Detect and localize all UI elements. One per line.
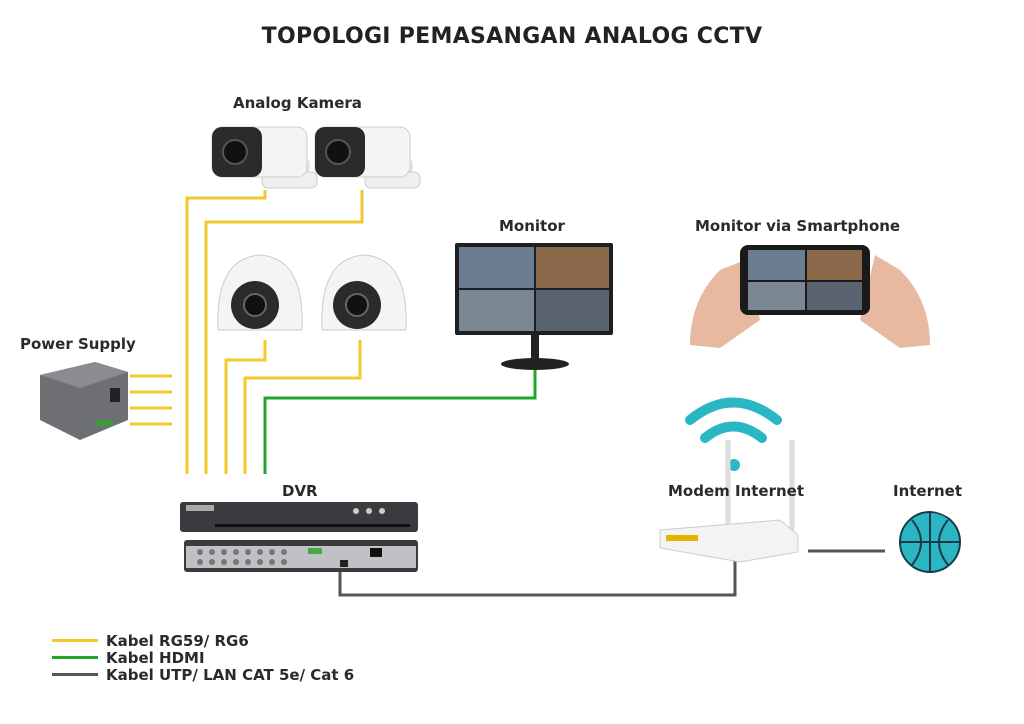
coax-cables <box>130 190 364 474</box>
internet-label: Internet <box>893 482 963 500</box>
hdmi-cable <box>263 370 537 474</box>
legend-swatch-gray <box>52 673 98 676</box>
analog-camera-label: Analog Kamera <box>233 94 362 112</box>
coax-cable-bullet-2 <box>204 190 364 474</box>
lan-cable-dvr-modem <box>338 560 737 597</box>
dvr-device <box>180 502 418 572</box>
legend-label: Kabel HDMI <box>106 648 205 667</box>
dvr-label: DVR <box>282 482 318 500</box>
smartphone-device <box>690 245 930 348</box>
dome-camera-1 <box>217 254 303 331</box>
diagram-title: TOPOLOGI PEMASANGAN ANALOG CCTV <box>261 24 763 49</box>
coax-cable-bullet-1 <box>185 190 267 474</box>
monitor-smartphone-label: Monitor via Smartphone <box>695 217 901 235</box>
legend-swatch-green <box>52 656 98 659</box>
legend-swatch-yellow <box>52 639 98 642</box>
internet-globe-icon <box>896 506 964 579</box>
legend-label: Kabel UTP/ LAN CAT 5e/ Cat 6 <box>106 665 355 684</box>
modem-label: Modem Internet <box>668 482 805 500</box>
power-supply-device <box>40 362 128 440</box>
legend-item-coax: Kabel RG59/ RG6 <box>52 631 354 650</box>
monitor-device <box>455 243 613 370</box>
coax-cable-dome-2 <box>243 340 362 474</box>
legend-item-utp: Kabel UTP/ LAN CAT 5e/ Cat 6 <box>52 665 355 684</box>
modem-device <box>659 440 799 563</box>
legend-label: Kabel RG59/ RG6 <box>106 631 249 650</box>
wifi-icon <box>685 397 782 471</box>
monitor-label: Monitor <box>499 217 565 235</box>
dome-camera-2 <box>321 254 407 331</box>
legend-item-hdmi: Kabel HDMI <box>52 648 354 667</box>
bullet-camera-2 <box>314 126 421 189</box>
bullet-camera-1 <box>211 126 318 189</box>
power-supply-label: Power Supply <box>20 335 136 353</box>
legend: Kabel RG59/ RG6 Kabel HDMI Kabel UTP/ LA… <box>52 631 355 684</box>
coax-cable-dome-1 <box>224 340 267 474</box>
